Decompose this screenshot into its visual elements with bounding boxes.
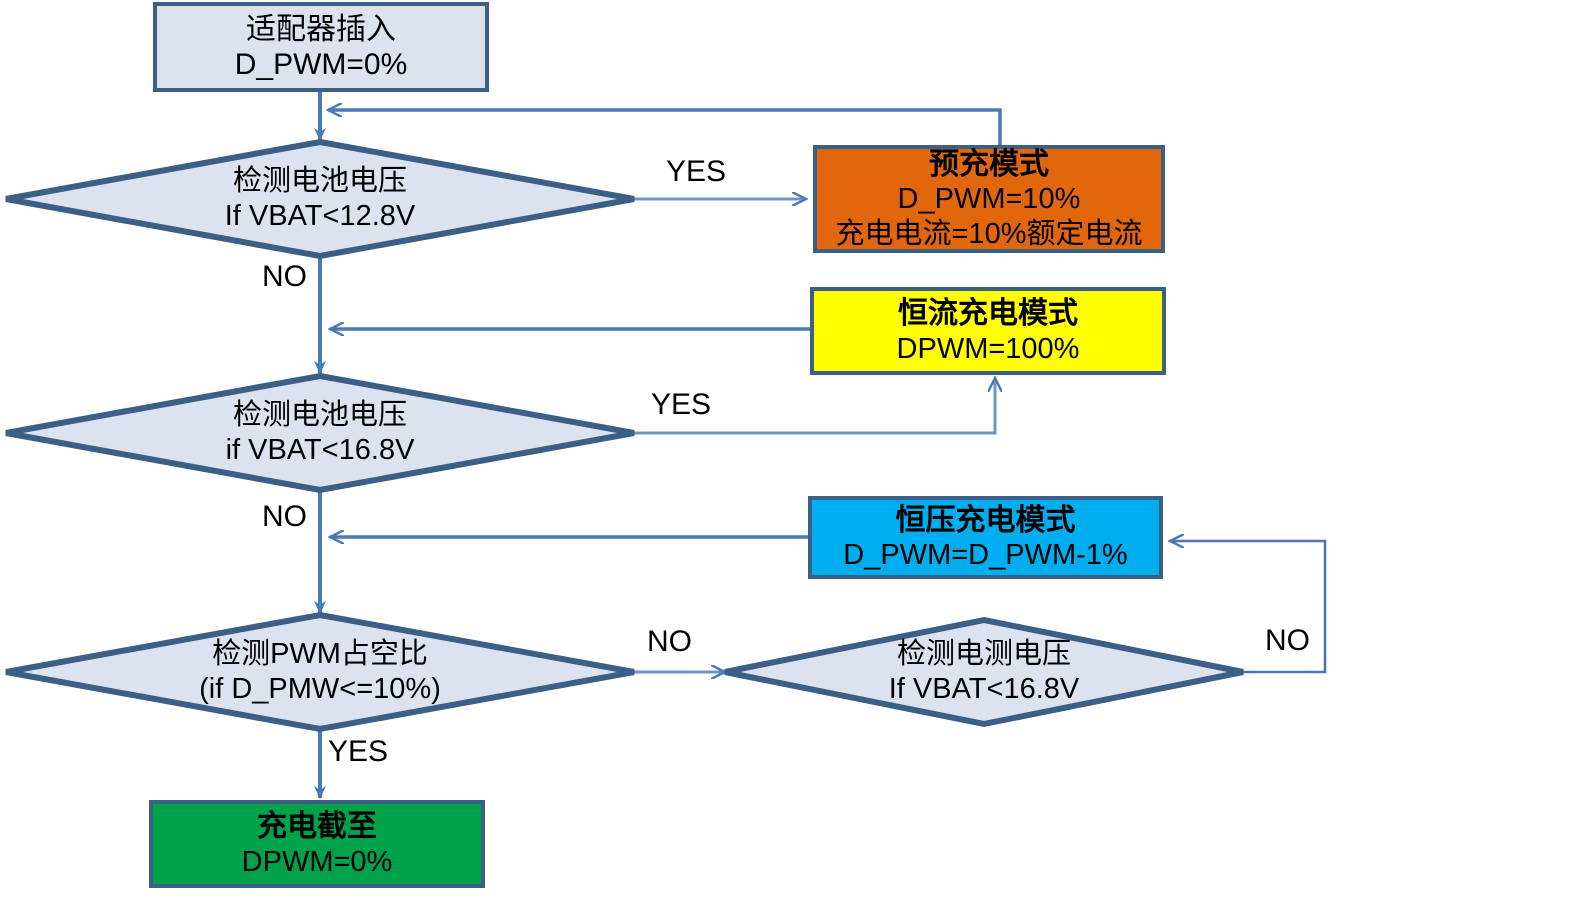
node-line-2: D_PWM=D_PWM-1% xyxy=(843,539,1128,572)
node-line-3: 充电电流=10%额定电流 xyxy=(835,217,1143,250)
node-constant-current-mode[interactable]: 恒流充电模式 DPWM=100% xyxy=(810,287,1166,375)
decision2-shape xyxy=(5,372,635,494)
node-line-2: DPWM=100% xyxy=(896,332,1080,365)
edge-precharge-to-decision1 xyxy=(328,110,1002,148)
node-line-2: D_PWM=0% xyxy=(234,48,408,81)
edge-decision4-no-to-cv xyxy=(1170,541,1327,674)
node-check-battery-voltage-12v8[interactable]: 检测电池电压 If VBAT<12.8V xyxy=(6,142,634,256)
node-line-2: If VBAT<16.8V xyxy=(888,673,1080,705)
node-line-2: D_PWM=10% xyxy=(897,183,1081,216)
node-line-1: 恒压充电模式 xyxy=(895,503,1076,537)
node-line-1: 恒流充电模式 xyxy=(898,297,1078,331)
node-line-2: DPWM=0% xyxy=(241,845,393,878)
edge-label-decision1-yes: YES xyxy=(666,155,727,188)
decision4-label: 检测电测电压 If VBAT<16.8V xyxy=(725,620,1243,724)
node-check-pwm-duty-cycle[interactable]: 检测PWM占空比 (if D_PMW<=10%) xyxy=(6,615,634,729)
node-constant-voltage-mode[interactable]: 恒压充电模式 D_PWM=D_PWM-1% xyxy=(808,496,1163,579)
node-check-battery-voltage-16v8[interactable]: 检测电池电压 if VBAT<16.8V xyxy=(6,376,634,490)
edge-label-decision3-no: NO xyxy=(647,625,692,658)
edge-label-decision2-yes: YES xyxy=(651,388,712,421)
decision3-label: 检测PWM占空比 (if D_PMW<=10%) xyxy=(6,615,634,729)
node-line-1: 充电截至 xyxy=(257,810,377,844)
node-line-2: (if D_PMW<=10%) xyxy=(199,673,441,705)
decision1-label: 检测电池电压 If VBAT<12.8V xyxy=(6,142,634,256)
decision3-shape xyxy=(5,611,635,733)
node-adapter-plug-in[interactable]: 适配器插入 D_PWM=0% xyxy=(153,2,489,92)
node-line-1: 预充模式 xyxy=(929,148,1049,182)
node-line-1: 检测电池电压 xyxy=(232,164,407,197)
node-line-1: 检测PWM占空比 xyxy=(212,637,428,670)
node-precharge-mode[interactable]: 预充模式 D_PWM=10% 充电电流=10%额定电流 xyxy=(813,145,1165,253)
node-check-measured-voltage-16v8[interactable]: 检测电测电压 If VBAT<16.8V xyxy=(725,620,1243,724)
node-line-1: 检测电测电压 xyxy=(896,637,1071,670)
node-charge-cutoff[interactable]: 充电截至 DPWM=0% xyxy=(149,800,485,888)
decision4-shape xyxy=(724,616,1244,728)
node-line-2: if VBAT<16.8V xyxy=(225,434,415,466)
decision2-label: 检测电池电压 if VBAT<16.8V xyxy=(6,376,634,490)
node-line-2: If VBAT<12.8V xyxy=(224,200,416,232)
node-line-1: 适配器插入 xyxy=(246,12,396,46)
decision1-shape xyxy=(5,138,635,260)
edge-label-decision2-no: NO xyxy=(262,500,307,533)
edge-label-decision1-no: NO xyxy=(262,260,307,293)
edge-decision2-yes-to-cc xyxy=(634,378,995,435)
node-line-1: 检测电池电压 xyxy=(232,398,407,431)
edge-label-decision3-yes: YES xyxy=(328,735,389,768)
edge-label-decision4-no: NO xyxy=(1265,624,1310,657)
